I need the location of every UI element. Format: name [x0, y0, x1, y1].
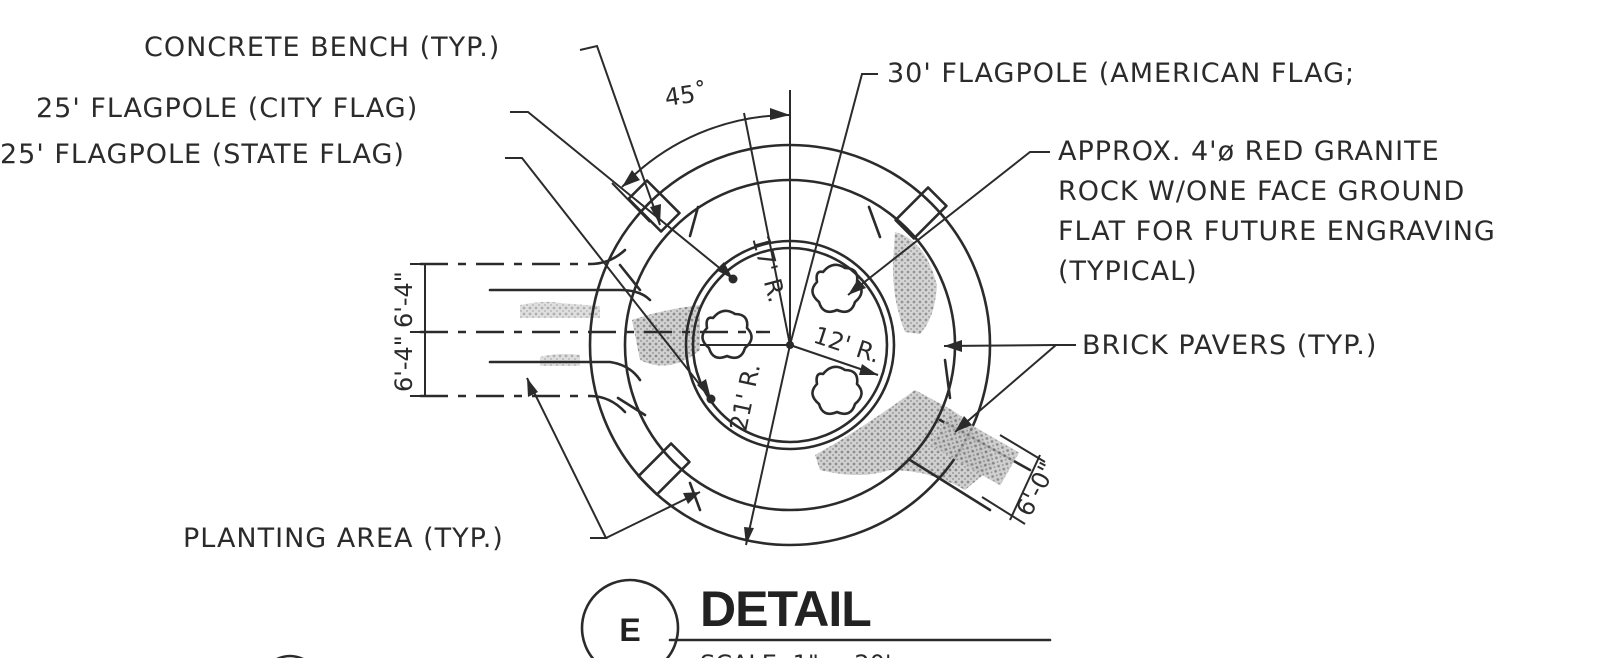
dim-ticks-left [410, 263, 440, 397]
label-concrete-bench: CONCRETE BENCH (TYP.) [144, 32, 500, 63]
angle-ext-line [611, 182, 651, 223]
dim-walk-lower: 6'-4" [390, 335, 418, 392]
notes: CONCRETE BENCH (TYP.) 25' FLAGPOLE (CITY… [0, 32, 1496, 554]
angle-arrow-left [622, 170, 640, 187]
leader-flagpole-state [505, 157, 712, 400]
radius-21 [745, 344, 791, 546]
dim-se-ext-1 [999, 434, 1046, 463]
dim-walk-upper: 6'-4" [390, 271, 418, 328]
label-brick-pavers: BRICK PAVERS (TYP.) [1082, 330, 1377, 361]
angle-arrow-right [770, 108, 790, 120]
granite-rock-3 [811, 365, 863, 416]
detail-letter: E [619, 612, 640, 648]
leader-arrow-pavers-1 [944, 340, 962, 352]
walk-hatch-upper [520, 301, 600, 318]
walk-edge-4 [588, 394, 627, 414]
leader-pavers-2 [954, 344, 1057, 433]
granite-rock-2 [701, 309, 753, 360]
leader-arrow-pavers-2 [955, 416, 972, 432]
dim-walk-right: 6'-0" [1011, 457, 1062, 520]
walk-se-edge-2 [908, 458, 992, 512]
walk-edge-2 [488, 360, 642, 382]
dim-radius-12: 12' R. [810, 321, 884, 369]
dim-radius-21: 21' R. [724, 361, 766, 434]
planting-hatch-ne [892, 232, 937, 334]
label-granite-line-2: ROCK W/ONE FACE GROUND [1058, 176, 1465, 207]
label-flagpole-city: 25' FLAGPOLE (CITY FLAG) [36, 93, 418, 124]
leader-arrow-state [697, 379, 711, 399]
detail-title: DETAIL [700, 581, 871, 637]
leader-flagpole-american [789, 73, 878, 346]
ring-divider-1 [688, 205, 700, 238]
detail-bubble [580, 578, 680, 658]
label-flagpole-american: 30' FLAGPOLE (AMERICAN FLAG; [887, 58, 1355, 89]
leader-arrow-bench [650, 204, 661, 225]
leader-arrow-planting-2 [683, 492, 700, 504]
dim-se-bar [1009, 454, 1041, 521]
detail-scale: SCALE: 1" = 20' [700, 650, 891, 658]
leader-planting-2 [605, 491, 701, 539]
leader-planting-1 [526, 377, 608, 539]
walk-hatch-lower [540, 353, 580, 366]
label-granite-line-1: APPROX. 4'ø RED GRANITE [1058, 136, 1440, 167]
leaders [505, 44, 1076, 539]
walk-edge-1 [488, 288, 652, 302]
dim-radius-17: 17' R. [746, 232, 791, 305]
plaza-plan [410, 90, 1046, 547]
leader-granite [847, 151, 1050, 296]
ring-divider-3 [618, 263, 642, 292]
label-granite-line-3: FLAT FOR FUTURE ENGRAVING [1058, 216, 1496, 247]
walk-se-hatch [930, 412, 1020, 486]
title-block: E DETAIL SCALE: 1" = 20' [276, 578, 1052, 658]
arrow-21r [744, 527, 754, 545]
dim-angle: 45˚ [663, 78, 709, 112]
leader-arrow-planting-1 [527, 378, 538, 397]
ring-divider-6 [943, 358, 952, 400]
leader-concrete-bench [579, 44, 661, 226]
leader-arrow-granite [848, 279, 866, 295]
bench-sw [637, 442, 691, 496]
label-planting-area: PLANTING AREA (TYP.) [183, 523, 504, 554]
bench-nw [627, 179, 681, 233]
radius-17 [743, 112, 791, 346]
angle-arc [621, 113, 791, 188]
leader-arrow-city [716, 262, 733, 279]
ring-divider-2 [867, 205, 882, 239]
leader-flagpole-city [510, 111, 734, 280]
arrow-12r [859, 364, 878, 375]
title-fragment-arc [276, 654, 304, 658]
granite-rock-1 [811, 263, 863, 314]
ring-divider-4 [616, 396, 647, 417]
bench-ne [894, 186, 948, 240]
label-granite-line-4: (TYPICAL) [1058, 256, 1198, 287]
label-flagpole-state: 25' FLAGPOLE (STATE FLAG) [0, 139, 405, 170]
dim-se-ext-2 [981, 496, 1026, 525]
walk-edge-3 [588, 248, 627, 266]
